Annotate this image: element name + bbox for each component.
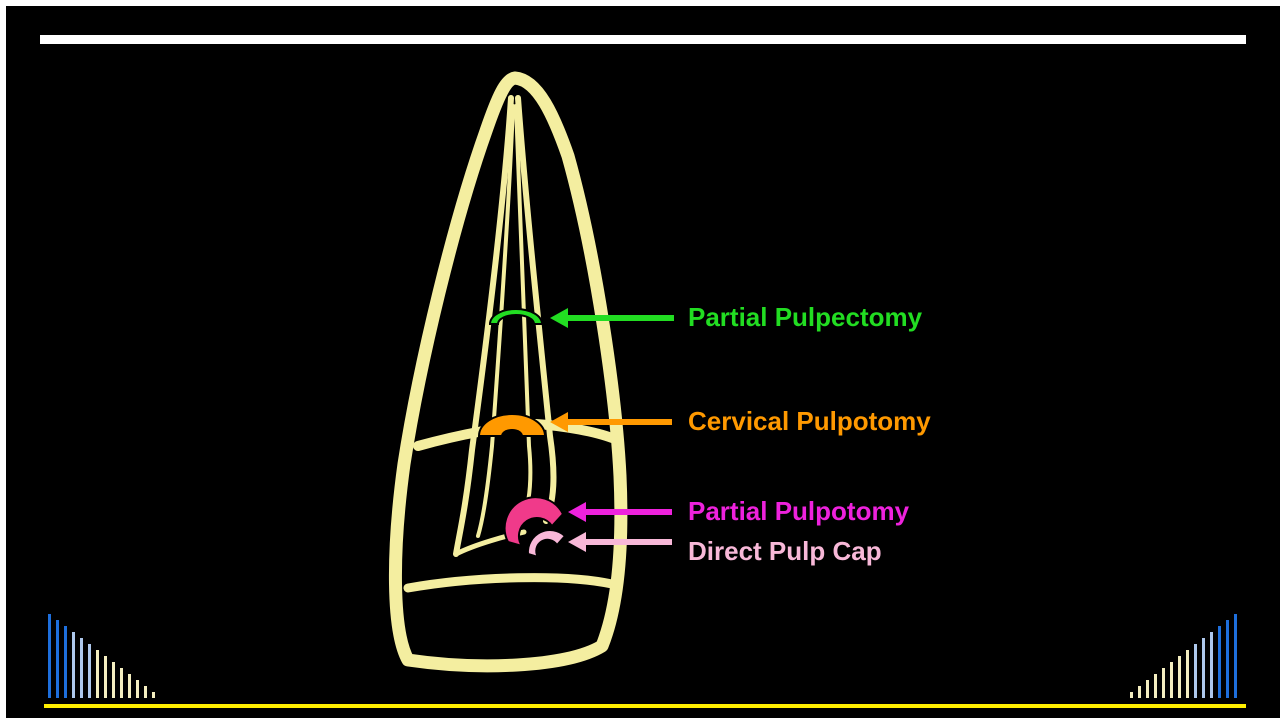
black-panel: Partial Pulpectomy Cervical Pulpotomy Pa… [6, 6, 1280, 718]
bottom-yellow-rule [44, 704, 1246, 708]
bar [144, 686, 147, 698]
partial-pulpotomy-group [505, 497, 672, 546]
partial-pulpectomy-arrowhead [550, 308, 568, 328]
bar [1146, 680, 1149, 698]
direct-pulp-cap-marker [528, 530, 565, 557]
bar [1162, 668, 1165, 698]
label-partial-pulpectomy: Partial Pulpectomy [688, 302, 922, 332]
bar [64, 626, 67, 698]
partial-pulpectomy-group [490, 308, 674, 328]
bar [96, 650, 99, 698]
bar [56, 620, 59, 698]
decorative-bars-right [1126, 610, 1250, 698]
bar [1170, 662, 1173, 698]
bar [1138, 686, 1141, 698]
bar [128, 674, 131, 698]
bar [1186, 650, 1189, 698]
tooth-outline [395, 78, 620, 666]
pulp-canal-left [456, 98, 511, 554]
bar [1194, 644, 1197, 698]
bar [1154, 674, 1157, 698]
bar [1202, 638, 1205, 698]
bar [1178, 656, 1181, 698]
bar [1218, 626, 1221, 698]
bar [88, 644, 91, 698]
bar [136, 680, 139, 698]
decorative-bars-left [46, 610, 176, 698]
bar [72, 632, 75, 698]
bar [120, 668, 123, 698]
label-direct-pulp-cap: Direct Pulp Cap [688, 536, 882, 566]
crown-base-line [408, 578, 612, 588]
bar [112, 662, 115, 698]
bar [104, 656, 107, 698]
tooth-diagram [6, 6, 1280, 718]
bar [1234, 614, 1237, 698]
direct-pulp-cap-arrowhead [568, 532, 586, 552]
bar [48, 614, 51, 698]
partial-pulpectomy-marker [490, 309, 542, 324]
bar [1226, 620, 1229, 698]
partial-pulpotomy-arrowhead [568, 502, 586, 522]
direct-pulp-cap-group [528, 530, 672, 557]
bar [80, 638, 83, 698]
label-cervical-pulpotomy: Cervical Pulpotomy [688, 406, 931, 436]
bar [1130, 692, 1133, 698]
label-partial-pulpotomy: Partial Pulpotomy [688, 496, 909, 526]
bar [1210, 632, 1213, 698]
bar [152, 692, 155, 698]
